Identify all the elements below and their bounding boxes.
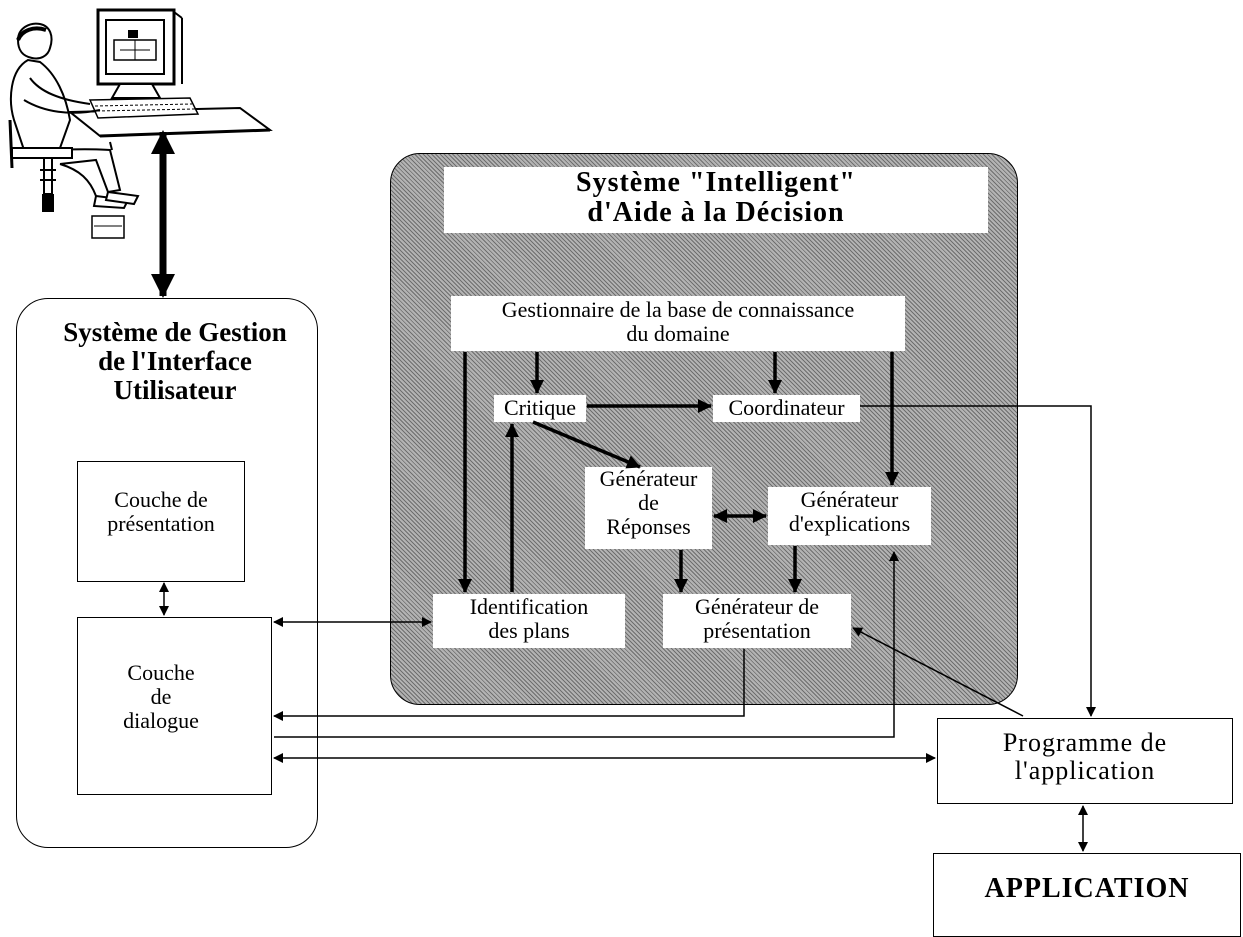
presentation-layer-box	[77, 461, 245, 582]
program-label: Programme de l'application	[1002, 728, 1168, 786]
application-box	[933, 853, 1241, 937]
response-generator-box	[585, 467, 712, 549]
presentation-layer-label: Couche de présentation	[107, 487, 215, 536]
knowledge-manager-label: Gestionnaire de la base de connaissance …	[501, 297, 855, 346]
critic-label: Critique	[503, 395, 577, 420]
explanation-generator-box	[768, 487, 931, 545]
explanation-generator-label: Générateur d'explications	[788, 487, 911, 536]
dialogue-to-explanation-arrow	[274, 551, 899, 738]
program-to-presentation-gen-arrow	[852, 627, 1024, 717]
sgiu-title: Système de Gestion de l'Interface Utilis…	[63, 317, 287, 406]
user-at-computer-icon	[8, 8, 273, 239]
coordinator-to-program-arrow	[860, 405, 1096, 717]
dialogue-layer-label: Couche de dialogue	[123, 660, 199, 733]
presentation-generator-label: Générateur de présentation	[695, 594, 819, 643]
program-box	[937, 718, 1233, 804]
dialogue-layer-box	[77, 617, 272, 795]
plan-identification-box	[433, 594, 625, 648]
presentation-generator-box	[663, 594, 851, 648]
critic-to-response-arrow	[532, 420, 641, 469]
response-generator-label: Générateur de Réponses	[599, 466, 698, 539]
presentation-gen-to-dialogue-arrow	[273, 649, 745, 721]
sia-title: Système "Intelligent" d'Aide à la Décisi…	[576, 167, 856, 229]
coordinator-box	[713, 395, 860, 422]
critic-box	[494, 395, 586, 422]
application-label: APPLICATION	[984, 873, 1190, 904]
coordinator-label: Coordinateur	[728, 395, 845, 420]
sia-title-box	[444, 167, 988, 233]
plan-identification-label: Identification des plans	[469, 594, 589, 643]
knowledge-manager-box	[451, 296, 905, 351]
